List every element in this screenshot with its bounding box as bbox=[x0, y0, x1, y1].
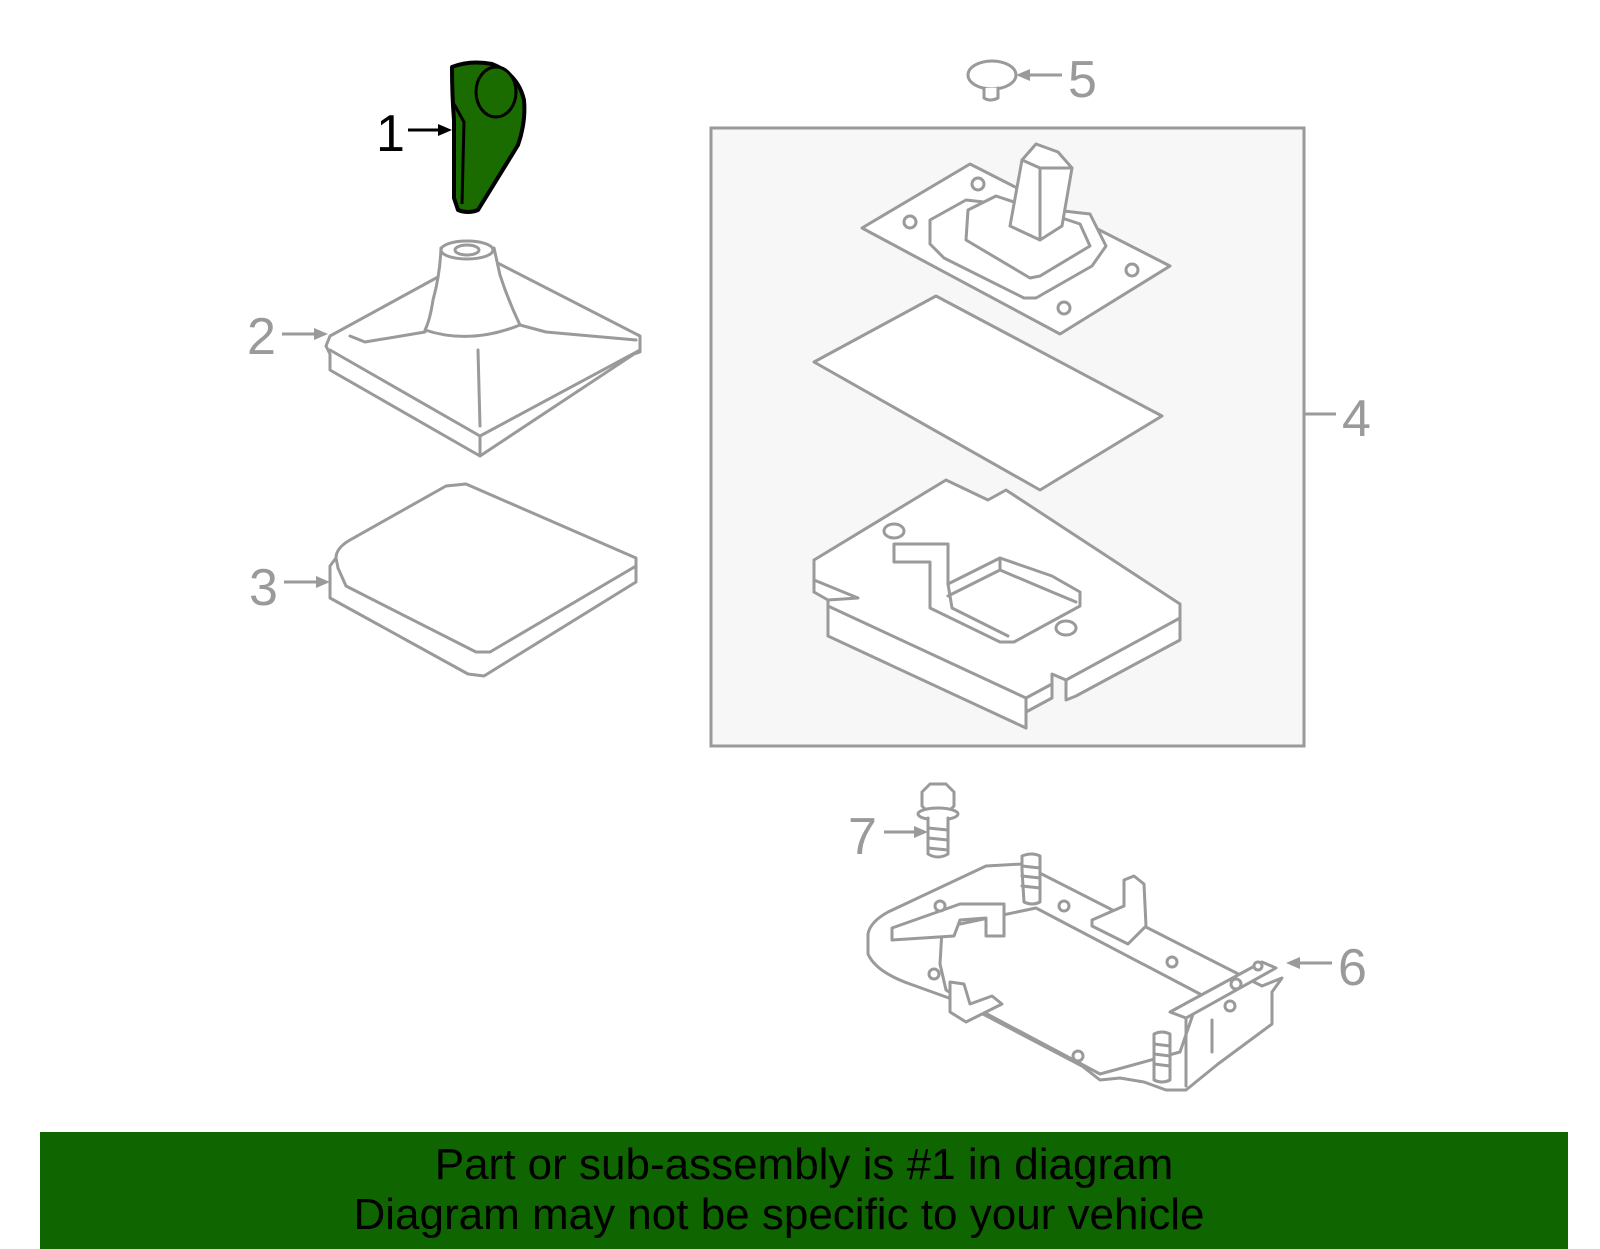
callout-5: 5 bbox=[1016, 51, 1097, 109]
part-7-bolt[interactable] bbox=[916, 782, 960, 859]
callout-3-label: 3 bbox=[249, 559, 278, 617]
callout-2-label: 2 bbox=[247, 308, 276, 366]
part-2-shift-boot[interactable] bbox=[324, 239, 642, 458]
callout-6-label: 6 bbox=[1338, 939, 1367, 997]
banner-line-part: Part or sub-assembly is #1 in diagram bbox=[434, 1140, 1174, 1189]
shift-knob-top bbox=[474, 65, 518, 119]
part-6-bracket[interactable] bbox=[866, 852, 1284, 1092]
part-5-clip[interactable] bbox=[966, 59, 1018, 102]
callout-7-label: 7 bbox=[848, 808, 877, 866]
shift-knob-edge bbox=[452, 103, 466, 205]
part-1-shift-knob[interactable] bbox=[450, 60, 527, 214]
part-4-shifter-assembly[interactable] bbox=[709, 126, 1306, 748]
part-3-pad[interactable] bbox=[328, 482, 638, 678]
callout-4-label: 4 bbox=[1342, 390, 1371, 448]
callout-1: 1 bbox=[376, 105, 452, 163]
callout-7: 7 bbox=[848, 808, 928, 866]
callout-4: 4 bbox=[1304, 390, 1371, 448]
callout-6: 6 bbox=[1286, 939, 1367, 997]
callout-2: 2 bbox=[247, 308, 328, 366]
info-banner: Part or sub-assembly is #1 in diagram Di… bbox=[40, 1132, 1568, 1249]
callout-5-label: 5 bbox=[1068, 51, 1097, 109]
callout-3: 3 bbox=[249, 559, 330, 617]
callout-1-label: 1 bbox=[376, 105, 405, 163]
banner-line-disclaimer: Diagram may not be specific to your vehi… bbox=[353, 1190, 1205, 1239]
